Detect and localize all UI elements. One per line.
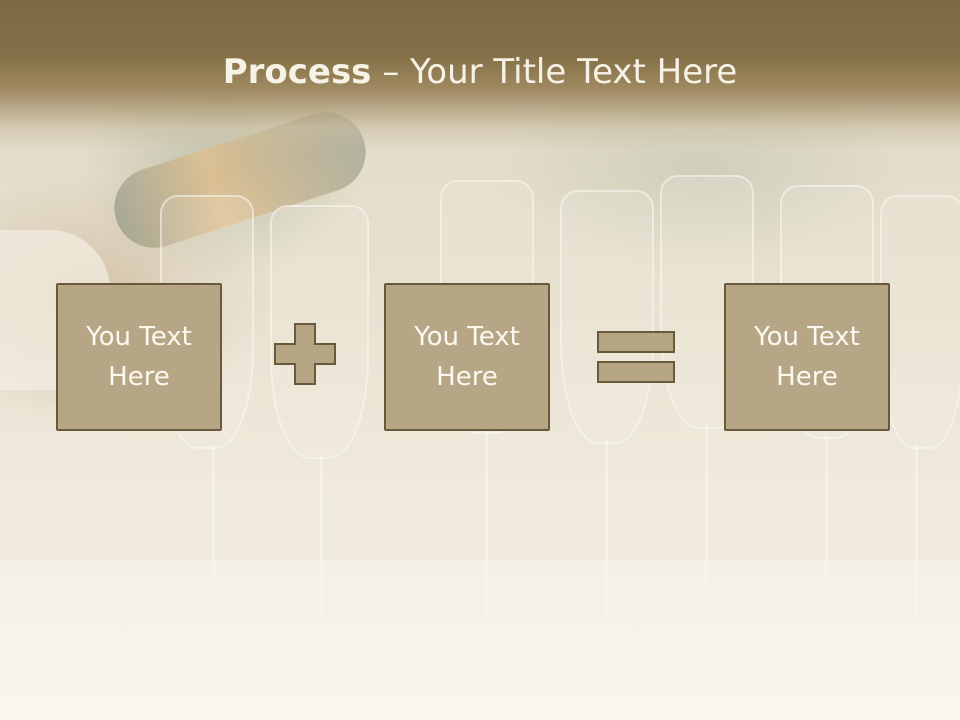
tablecloth <box>0 560 960 720</box>
process-box-3[interactable]: You Text Here <box>724 283 890 431</box>
process-box-label: You Text Here <box>754 322 860 392</box>
glass-stem <box>915 445 918 625</box>
title-rest: – Your Title Text Here <box>371 52 738 92</box>
equals-icon <box>597 331 675 383</box>
glass-stem <box>705 425 708 615</box>
title-bold: Process <box>222 52 372 92</box>
glass-stem <box>320 455 323 635</box>
process-box-label: You Text Here <box>414 322 520 392</box>
glass-stem <box>485 430 488 620</box>
glass-stem <box>825 435 828 615</box>
glass-stem <box>212 445 215 625</box>
slide-title[interactable]: Process – Your Title Text Here <box>0 52 960 92</box>
process-box-1[interactable]: You Text Here <box>56 283 222 431</box>
glass <box>880 195 960 449</box>
process-box-label: You Text Here <box>86 322 192 392</box>
glass-stem <box>605 440 608 620</box>
plus-icon <box>274 323 336 385</box>
title-band <box>0 0 960 150</box>
process-box-2[interactable]: You Text Here <box>384 283 550 431</box>
glass <box>270 205 369 459</box>
